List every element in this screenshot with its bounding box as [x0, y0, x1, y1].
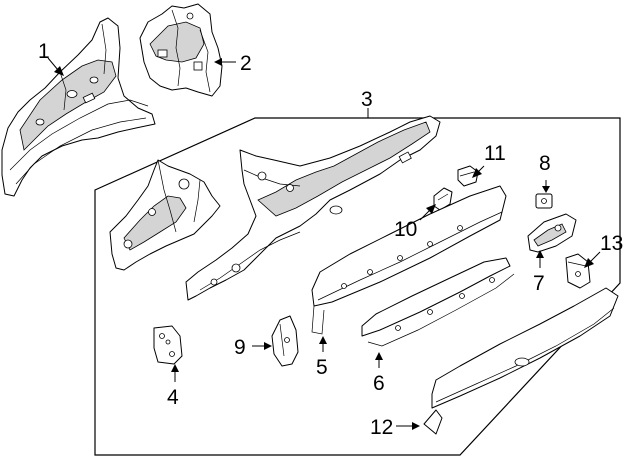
part-9-bracket — [271, 315, 299, 367]
part-13-bracket — [565, 253, 591, 289]
callout-10: 10 — [394, 218, 417, 241]
callout-8: 8 — [539, 152, 551, 175]
callout-6: 6 — [373, 372, 385, 395]
callout-4: 4 — [167, 386, 179, 409]
part-7-bracket — [527, 213, 577, 253]
callout-5: 5 — [316, 356, 328, 379]
part-8-plate — [535, 193, 553, 209]
part-12-lower-member — [423, 287, 619, 435]
callout-2: 2 — [240, 52, 252, 75]
front-side-member — [185, 115, 441, 301]
callout-13: 13 — [600, 232, 623, 255]
part-11-small-bracket — [457, 165, 479, 187]
callout-11: 11 — [484, 142, 506, 165]
part-5-extension — [311, 185, 507, 335]
part-1-wheelhouse — [1, 17, 156, 197]
callout-12: 12 — [370, 416, 393, 439]
callout-3: 3 — [361, 88, 373, 111]
front-upper-structure — [109, 159, 221, 271]
assembly-frame — [94, 117, 621, 456]
callout-9: 9 — [234, 336, 246, 359]
part-2-upper-bracket — [139, 3, 223, 97]
callout-7: 7 — [533, 272, 545, 295]
part-6-reinforcement — [361, 257, 515, 347]
leaders — [47, 57, 601, 430]
callout-1: 1 — [38, 40, 50, 63]
part-4-plate — [153, 325, 183, 365]
